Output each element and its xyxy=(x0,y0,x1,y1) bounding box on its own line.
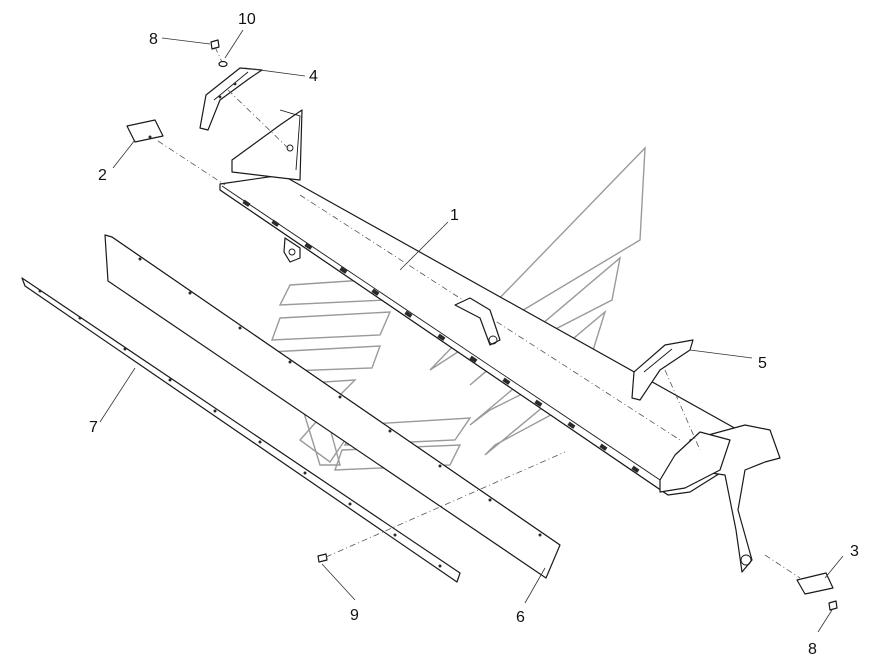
callout-2: 2 xyxy=(98,167,107,184)
washer-10 xyxy=(218,60,228,68)
callout-7: 7 xyxy=(89,419,98,436)
part-6-plate xyxy=(104,234,561,579)
part-7-holes xyxy=(38,289,442,568)
callout-4: 4 xyxy=(309,68,318,85)
callout-8-bottom: 8 xyxy=(808,641,817,658)
part-1-beam xyxy=(219,109,781,573)
callout-9: 9 xyxy=(350,607,359,624)
fastener-9 xyxy=(317,451,566,563)
callout-10: 10 xyxy=(238,11,256,28)
part-4-bracket xyxy=(199,67,291,151)
part-2-plate xyxy=(126,119,226,186)
part-6-holes xyxy=(138,257,542,537)
fastener-8-top xyxy=(210,39,223,63)
callout-8-top: 8 xyxy=(149,31,158,48)
fastener-8-bottom xyxy=(828,600,838,611)
callout-6: 6 xyxy=(516,609,525,626)
part-1-slots xyxy=(242,199,640,473)
part-3-plate xyxy=(764,554,834,595)
part-5-bracket xyxy=(631,339,701,451)
callout-labels: 1 2 3 4 5 6 7 8 8 9 10 xyxy=(89,11,859,658)
callout-3: 3 xyxy=(850,543,859,560)
callout-5: 5 xyxy=(758,355,767,372)
leader-lines xyxy=(99,29,844,633)
part-7-strip xyxy=(21,277,461,583)
callout-1: 1 xyxy=(450,207,459,224)
